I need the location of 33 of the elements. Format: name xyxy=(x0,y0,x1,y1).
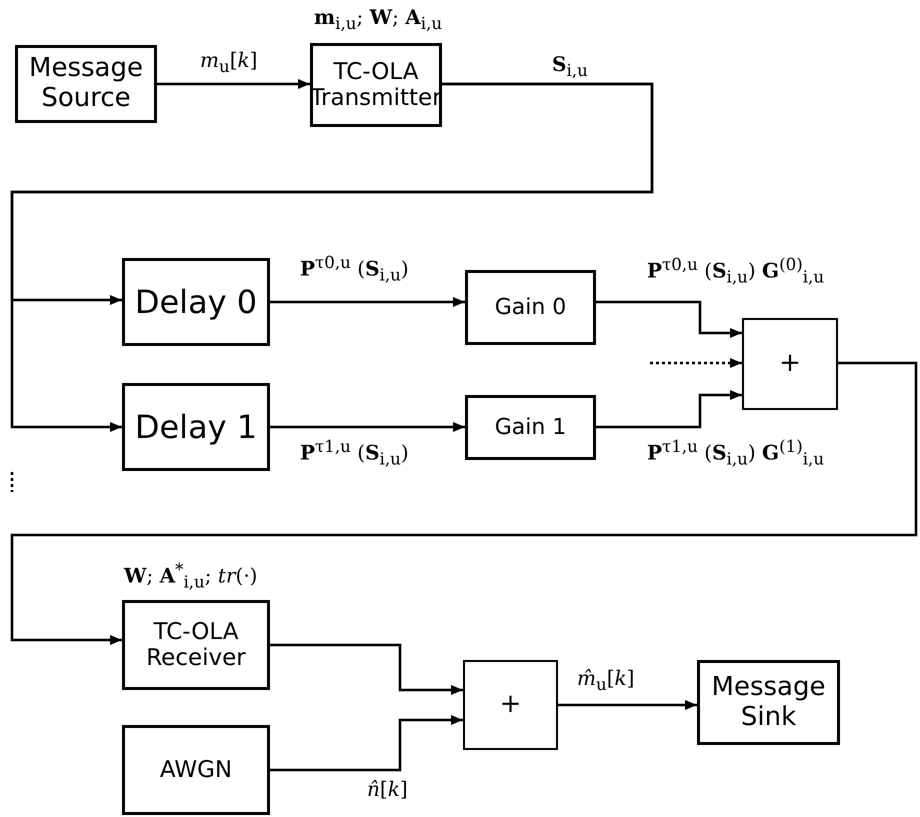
node-label: + xyxy=(779,349,801,379)
node-label: + xyxy=(500,690,522,720)
arrow xyxy=(157,79,310,89)
process-box xyxy=(310,43,442,127)
process-box xyxy=(122,258,270,346)
process-box xyxy=(15,45,157,123)
node-label: Gain 1 xyxy=(494,414,566,440)
node-label: Gain 0 xyxy=(494,294,566,320)
arrow xyxy=(270,422,465,432)
node-label: Message Sink xyxy=(710,672,826,732)
node-label: AWGN xyxy=(160,756,232,784)
arrow xyxy=(270,297,465,307)
arrow xyxy=(270,715,463,772)
process-box xyxy=(122,383,270,471)
summing-junction xyxy=(463,660,558,750)
process-box xyxy=(465,270,596,345)
arrow xyxy=(270,644,463,695)
process-box xyxy=(122,600,270,690)
process-box xyxy=(122,725,270,815)
node-label: TC-OLA Receiver xyxy=(145,618,247,672)
node-label: Message Source xyxy=(28,54,144,114)
process-box xyxy=(465,395,596,460)
arrow xyxy=(596,390,742,428)
process-box xyxy=(697,660,840,745)
arrow xyxy=(10,82,654,432)
arrow xyxy=(10,362,918,645)
arrow xyxy=(596,300,742,338)
arrow xyxy=(558,700,697,710)
node-label: Delay 1 xyxy=(134,408,258,446)
node-label: TC-OLA Transmitter xyxy=(310,58,442,112)
arrow xyxy=(650,358,742,368)
node-label: Delay 0 xyxy=(134,284,258,320)
summing-junction xyxy=(742,318,838,410)
